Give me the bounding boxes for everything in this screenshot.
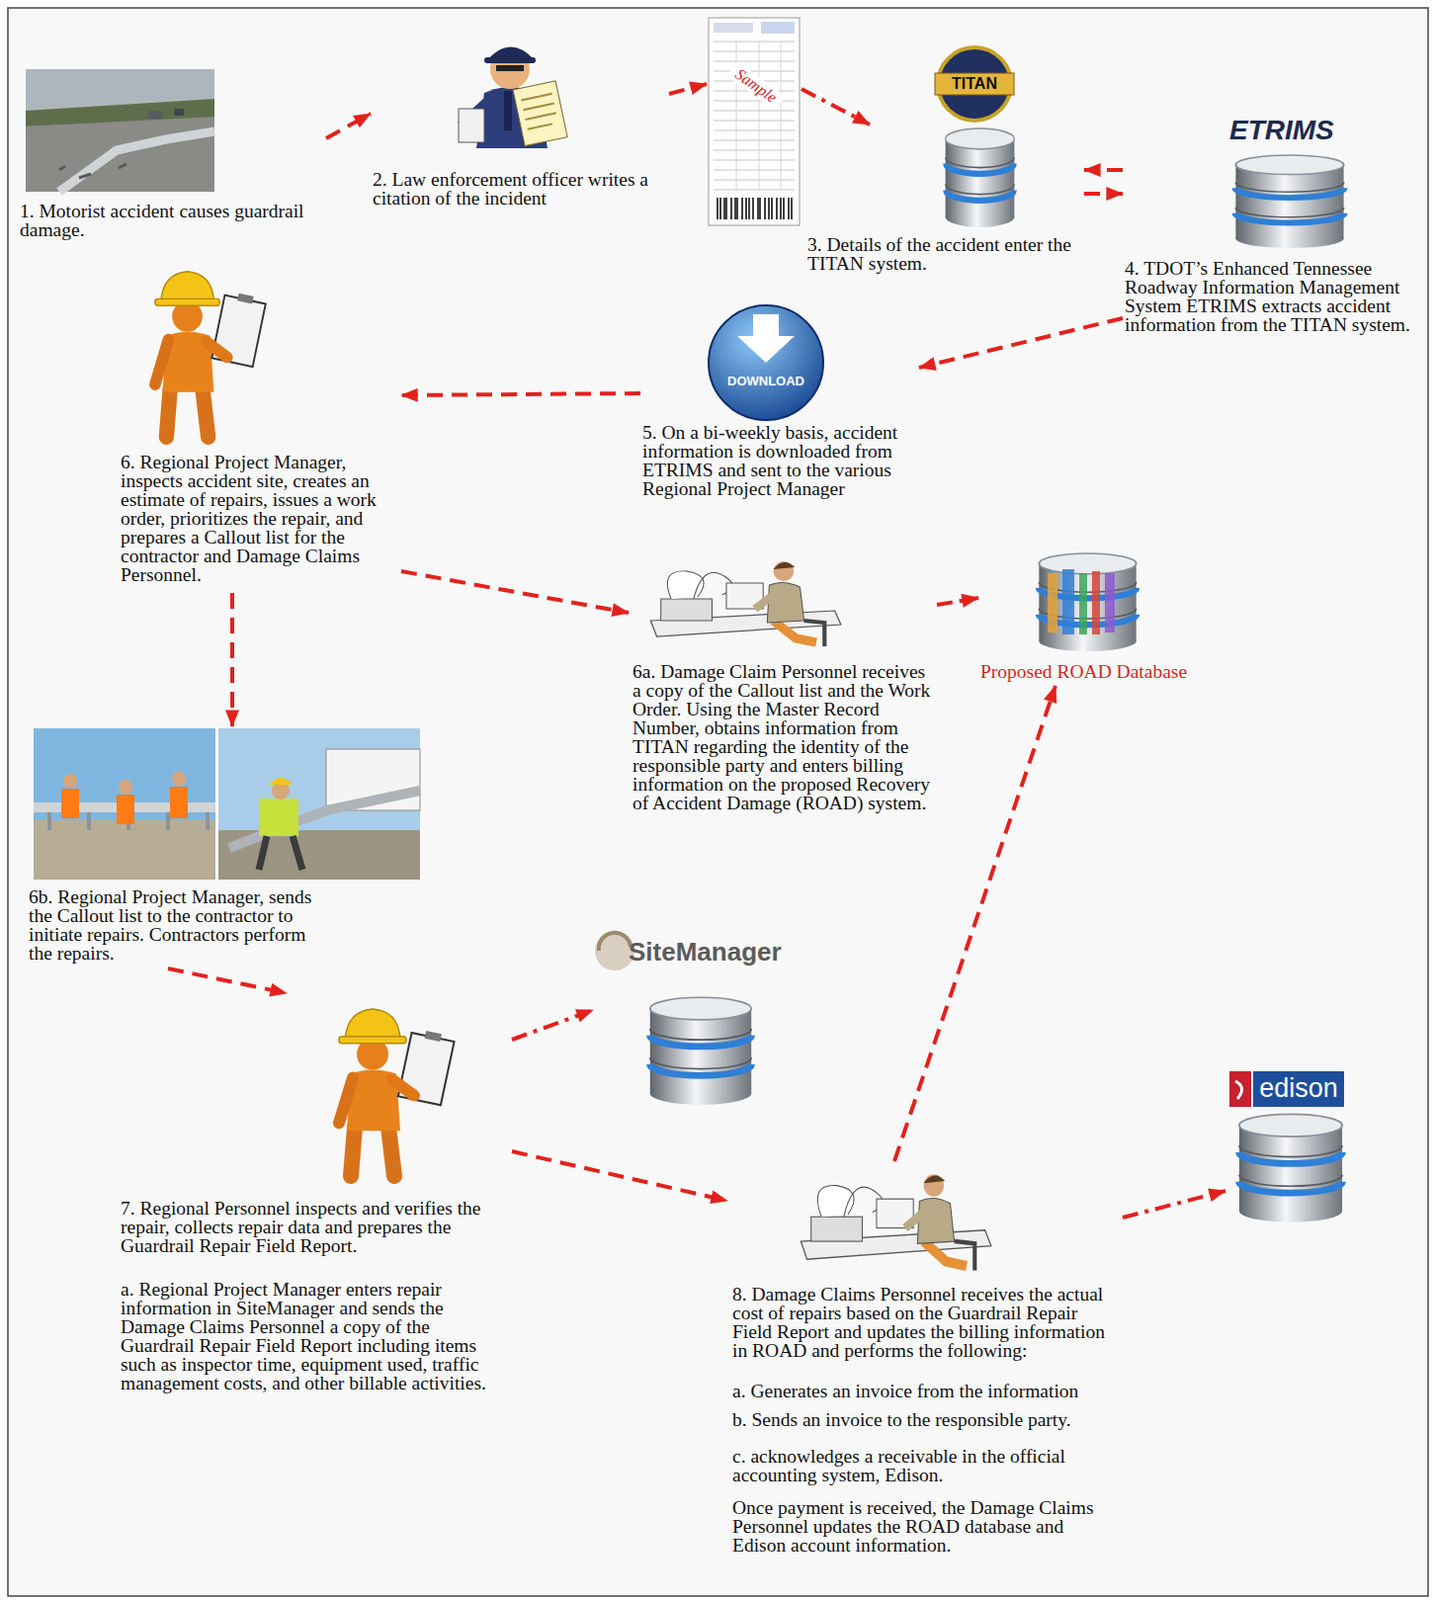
- database-label: Proposed ROAD Database: [980, 662, 1196, 681]
- flow-arrow: [1122, 1190, 1226, 1218]
- flow-arrow: [936, 597, 979, 605]
- process-step: 7. Regional Personnel inspects and verif…: [116, 993, 512, 1409]
- process-step: 6a. Damage Claim Personnel receives a co…: [628, 549, 937, 839]
- step-detail: Once payment is received, the Damage Cla…: [732, 1498, 1118, 1555]
- step-detail: a. Regional Project Manager enters repai…: [120, 1279, 508, 1393]
- flow-arrow: [511, 1010, 593, 1040]
- logo-text: TITAN: [934, 73, 1014, 95]
- process-step: 2. Law enforcement officer writes a cita…: [370, 33, 670, 217]
- flow-arrow: [401, 393, 641, 396]
- flow-arrow: [1084, 191, 1123, 196]
- flow-arrow: [669, 84, 707, 94]
- flow-arrow: [168, 968, 287, 994]
- logo-text: ETRIMS: [1229, 114, 1378, 147]
- process-step: 1. Motorist accident causes guardrail da…: [17, 67, 327, 248]
- step-caption: 2. Law enforcement officer writes a cita…: [372, 169, 668, 208]
- step-caption: 8. Damage Claims Personnel receives the …: [732, 1284, 1118, 1360]
- flow-arrow: [326, 113, 371, 139]
- citation-form: Sample: [706, 15, 802, 228]
- flow-arrow: [511, 1151, 728, 1201]
- watermark: Sample: [726, 61, 785, 110]
- process-step: 3. Details of the accident enter the TIT…: [805, 124, 1085, 288]
- database: edison: [1225, 1067, 1364, 1231]
- step-detail: a. Generates an invoice from the informa…: [732, 1381, 1118, 1401]
- database: SiteManager: [592, 914, 791, 1112]
- step-caption: 6. Regional Project Manager, inspects ac…: [120, 452, 400, 585]
- step-caption: 6a. Damage Claim Personnel receives a co…: [632, 662, 935, 813]
- logo-text: SiteManager: [628, 935, 787, 968]
- flow-arrow: [919, 318, 1123, 368]
- step-caption: 7. Regional Personnel inspects and verif…: [120, 1198, 508, 1256]
- flow-arrow: [230, 592, 235, 727]
- process-step: 6b. Regional Project Manager, sends the …: [27, 726, 425, 969]
- database: Proposed ROAD Database: [978, 549, 1198, 686]
- icon-label: DOWNLOAD: [721, 373, 811, 390]
- step-caption: 6b. Regional Project Manager, sends the …: [28, 887, 332, 963]
- step-caption: 3. Details of the accident enter the TIT…: [807, 235, 1083, 273]
- step-caption: 1. Motorist accident causes guardrail da…: [19, 201, 323, 240]
- logo-text: edison: [1253, 1071, 1345, 1105]
- flow-arrow: [401, 571, 629, 613]
- step-caption: 4. TDOT’s Enhanced Tennessee Roadway Inf…: [1124, 258, 1424, 335]
- flow-arrow: [894, 685, 1056, 1162]
- process-step: 4. TDOT’s Enhanced Tennessee Roadway Inf…: [1122, 148, 1426, 338]
- process-step: DOWNLOAD 5. On a bi-weekly basis, acciden…: [640, 301, 920, 505]
- process-step: 6. Regional Project Manager, inspects ac…: [116, 256, 402, 593]
- flow-arrow: [801, 88, 870, 125]
- step-detail: b. Sends an invoice to the responsible p…: [732, 1410, 1118, 1430]
- step-detail: c. acknowledges a receivable in the offi…: [732, 1446, 1118, 1485]
- process-step: 8. Damage Claims Personnel receives the …: [727, 1161, 1123, 1589]
- flow-arrow: [1084, 168, 1123, 172]
- step-caption: 5. On a bi-weekly basis, accident inform…: [642, 422, 918, 499]
